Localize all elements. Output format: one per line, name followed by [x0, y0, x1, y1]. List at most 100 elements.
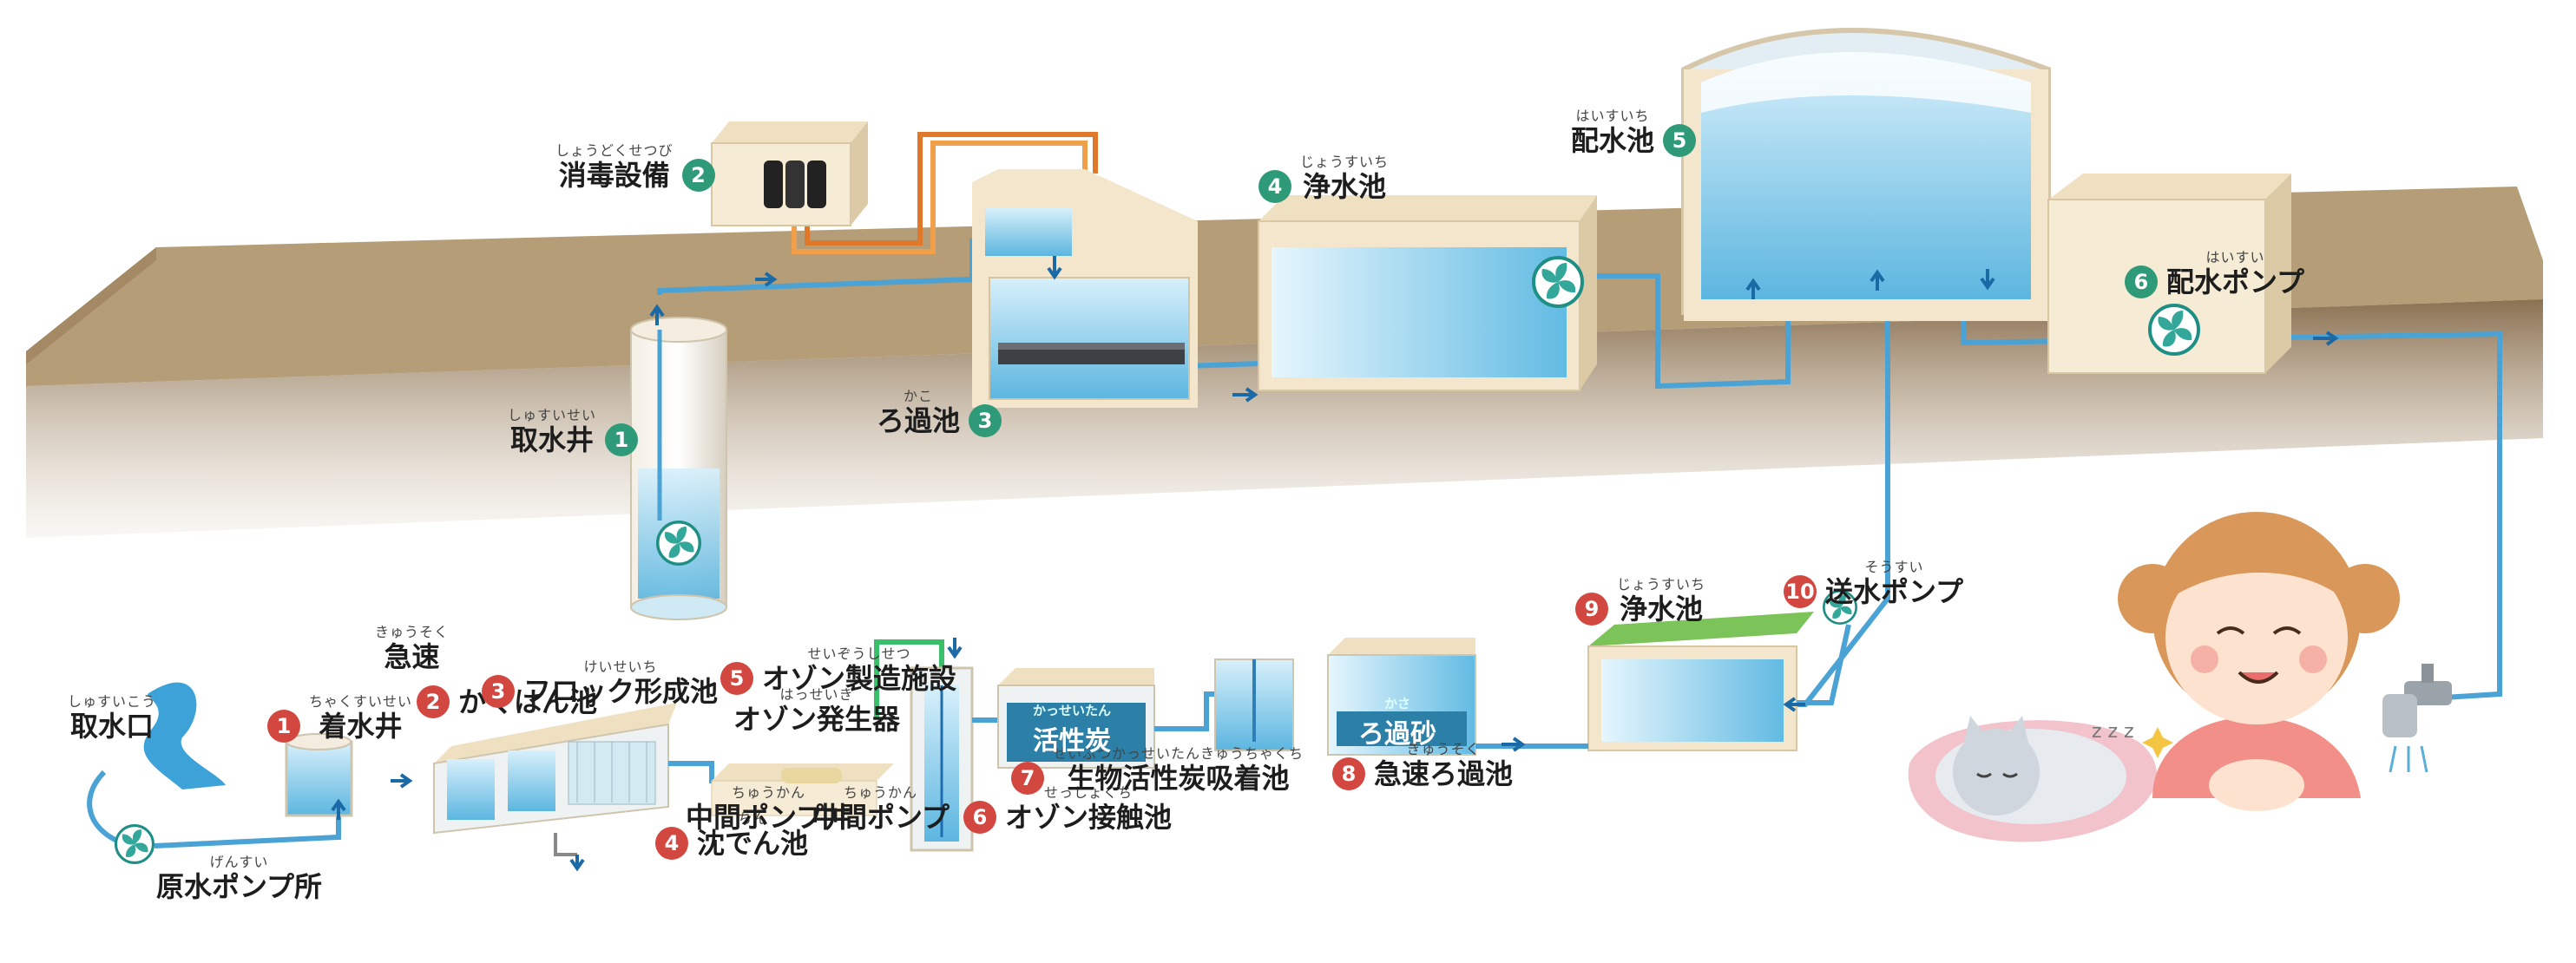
- number-badge: 2: [417, 685, 450, 718]
- number-badge: 9: [1575, 593, 1608, 626]
- number-badge: 1: [267, 710, 300, 743]
- ruby-text: はっせいき: [779, 686, 854, 703]
- tag-text: 活性炭: [1033, 726, 1111, 757]
- label-text: 着水井: [319, 710, 403, 743]
- number-badge: 10: [1784, 575, 1817, 608]
- number-badge: 6: [963, 801, 996, 834]
- ruby-text: かこ: [904, 388, 934, 404]
- ruby-text: はいすいち: [1575, 108, 1650, 124]
- label-rapid-top: きゅうそく急速: [375, 624, 450, 674]
- label-text: 中間ポンプ: [812, 801, 950, 834]
- ruby-text: じょうすいち: [1300, 154, 1390, 170]
- svg-text:z z z: z z z: [2092, 721, 2134, 743]
- ruby-text: そうすい: [1864, 559, 1924, 575]
- label-distribution-basin: 5 はいすいち配水池: [1571, 108, 1697, 157]
- label-text: オゾン接触池: [1005, 801, 1173, 834]
- label-text: 原水ポンプ所: [156, 870, 323, 903]
- label-mid-pump-well: ちゅうかん中間ポンプ井: [686, 784, 852, 835]
- ruby-text: けいせいち: [583, 658, 658, 675]
- label-text: 消毒設備: [558, 159, 670, 192]
- label-text: 取水口: [70, 710, 154, 743]
- label-text: 生物活性炭吸着池: [1067, 762, 1290, 795]
- number-badge: 6: [2125, 265, 2158, 298]
- label-rapid-mix: 2 かくはん池: [417, 685, 597, 718]
- flow-arrow-icon: [649, 256, 2339, 403]
- intermediate-tank: [1214, 658, 1294, 751]
- label-mid-pump: ちゅうかん中間ポンプ: [812, 784, 950, 835]
- label-lower-clean-basin: 9 じょうすいち浄水池: [1575, 577, 1705, 626]
- number-badge: 4: [1258, 170, 1291, 203]
- label-clean-basin: 4 じょうすいち浄水池: [1258, 154, 1389, 203]
- number-badge: 5: [1663, 124, 1697, 157]
- label-text: 浄水池: [1303, 170, 1387, 203]
- ozone-generator-area: [711, 639, 944, 816]
- label-ozone-facility: 5 せいぞうしせつオゾン製造施設: [720, 646, 956, 695]
- ruby-text: ちゃくすいせい: [309, 693, 413, 710]
- disinfection-box: [711, 121, 868, 226]
- number-badge: 8: [1332, 757, 1365, 790]
- label-text: 送水ポンプ: [1825, 575, 1964, 608]
- label-text: かくはん池: [458, 685, 598, 718]
- clean-water-basin: [1258, 195, 1597, 391]
- label-raw-water-pump: げんすい原水ポンプ所: [156, 854, 323, 904]
- number-badge: 2: [681, 159, 715, 192]
- receiving-well: [285, 733, 353, 817]
- ruby-text: せいぞうしせつ: [807, 645, 911, 662]
- ruby-text: ちゅうかん: [844, 784, 918, 801]
- number-badge: 3: [482, 675, 515, 708]
- ruby-text: きゅうそく: [375, 624, 450, 640]
- ruby-text: せっしょくち: [1044, 784, 1134, 801]
- label-text: 急速ろ過池: [1374, 757, 1514, 790]
- number-badge: 7: [1011, 762, 1044, 795]
- ruby-text: じょうすいち: [1617, 576, 1706, 593]
- number-badge: 4: [655, 827, 688, 860]
- label-intake-well: 1 しゅすいせい取水井: [508, 408, 639, 456]
- flow-arrow-icon: [331, 638, 1805, 872]
- label-disinfection: 2 しょうどくせつび消毒設備: [555, 143, 715, 192]
- ruby-text: はいすい: [2205, 249, 2265, 265]
- label-text: 中間ポンプ井: [686, 801, 852, 834]
- ruby-text: しょうどくせつび: [555, 142, 674, 159]
- label-floc: 3 けいせいちフロック形成池: [482, 659, 718, 708]
- label-transfer-pump: 10 そうすい送水ポンプ: [1784, 560, 1963, 608]
- distribution-reservoir: [1681, 28, 2051, 321]
- ruby-text: しゅすいこう: [68, 693, 157, 710]
- label-text: フロック形成池: [523, 675, 719, 708]
- label-filter-basin: 3 かころ過池: [877, 389, 1002, 437]
- label-text: ろ過池: [877, 404, 961, 437]
- label-text: 配水ポンプ: [2166, 265, 2305, 298]
- intake-well: [630, 317, 727, 620]
- label-bac: 7 せいぶつかっせいたんきゅうちゃくち生物活性炭吸着池: [1011, 746, 1304, 795]
- ruby-text: げんすい: [209, 854, 269, 870]
- label-text: 配水池: [1571, 124, 1655, 157]
- number-badge: 5: [720, 662, 753, 695]
- pump-house: [2047, 174, 2291, 374]
- disinfection-pipes: [792, 132, 1098, 254]
- ruby-text: ちん: [738, 810, 768, 827]
- cat-illustration: z z z: [1908, 716, 2157, 842]
- tag-text: ろ過砂: [1358, 719, 1436, 750]
- label-ozone-generator: はっせいきオゾン発生器: [733, 686, 900, 737]
- label-text: 取水井: [510, 423, 595, 456]
- coagulation-train: [433, 703, 816, 856]
- faucet-icon: [2382, 664, 2452, 773]
- ruby-text: せいぶつかっせいたんきゅうちゃくち: [1053, 745, 1304, 762]
- tag-filter-sand: かさ ろ過砂: [1358, 694, 1436, 750]
- tag-activated-carbon: かっせいたん 活性炭: [1033, 701, 1111, 757]
- label-text: 浄水池: [1620, 593, 1704, 626]
- ruby-text: ちゅうかん: [732, 784, 806, 801]
- ruby-text: きゅうそく: [1406, 741, 1481, 757]
- label-text: 急速: [384, 640, 440, 673]
- filter-basin: [972, 169, 1198, 408]
- girl-illustration: [2118, 512, 2400, 811]
- number-badge: 1: [605, 423, 639, 456]
- lower-clean-basin: [1528, 590, 1857, 751]
- label-text: 沈でん池: [697, 827, 809, 860]
- label-rapid-filter: 8 きゅうそく急速ろ過池: [1332, 742, 1513, 790]
- ruby-text: かっせいたん: [1033, 703, 1112, 718]
- label-distribution-pump: 6 はいすい配水ポンプ: [2125, 250, 2304, 298]
- number-badge: 3: [969, 404, 1002, 437]
- rapid-filter-tank: [1327, 638, 1545, 756]
